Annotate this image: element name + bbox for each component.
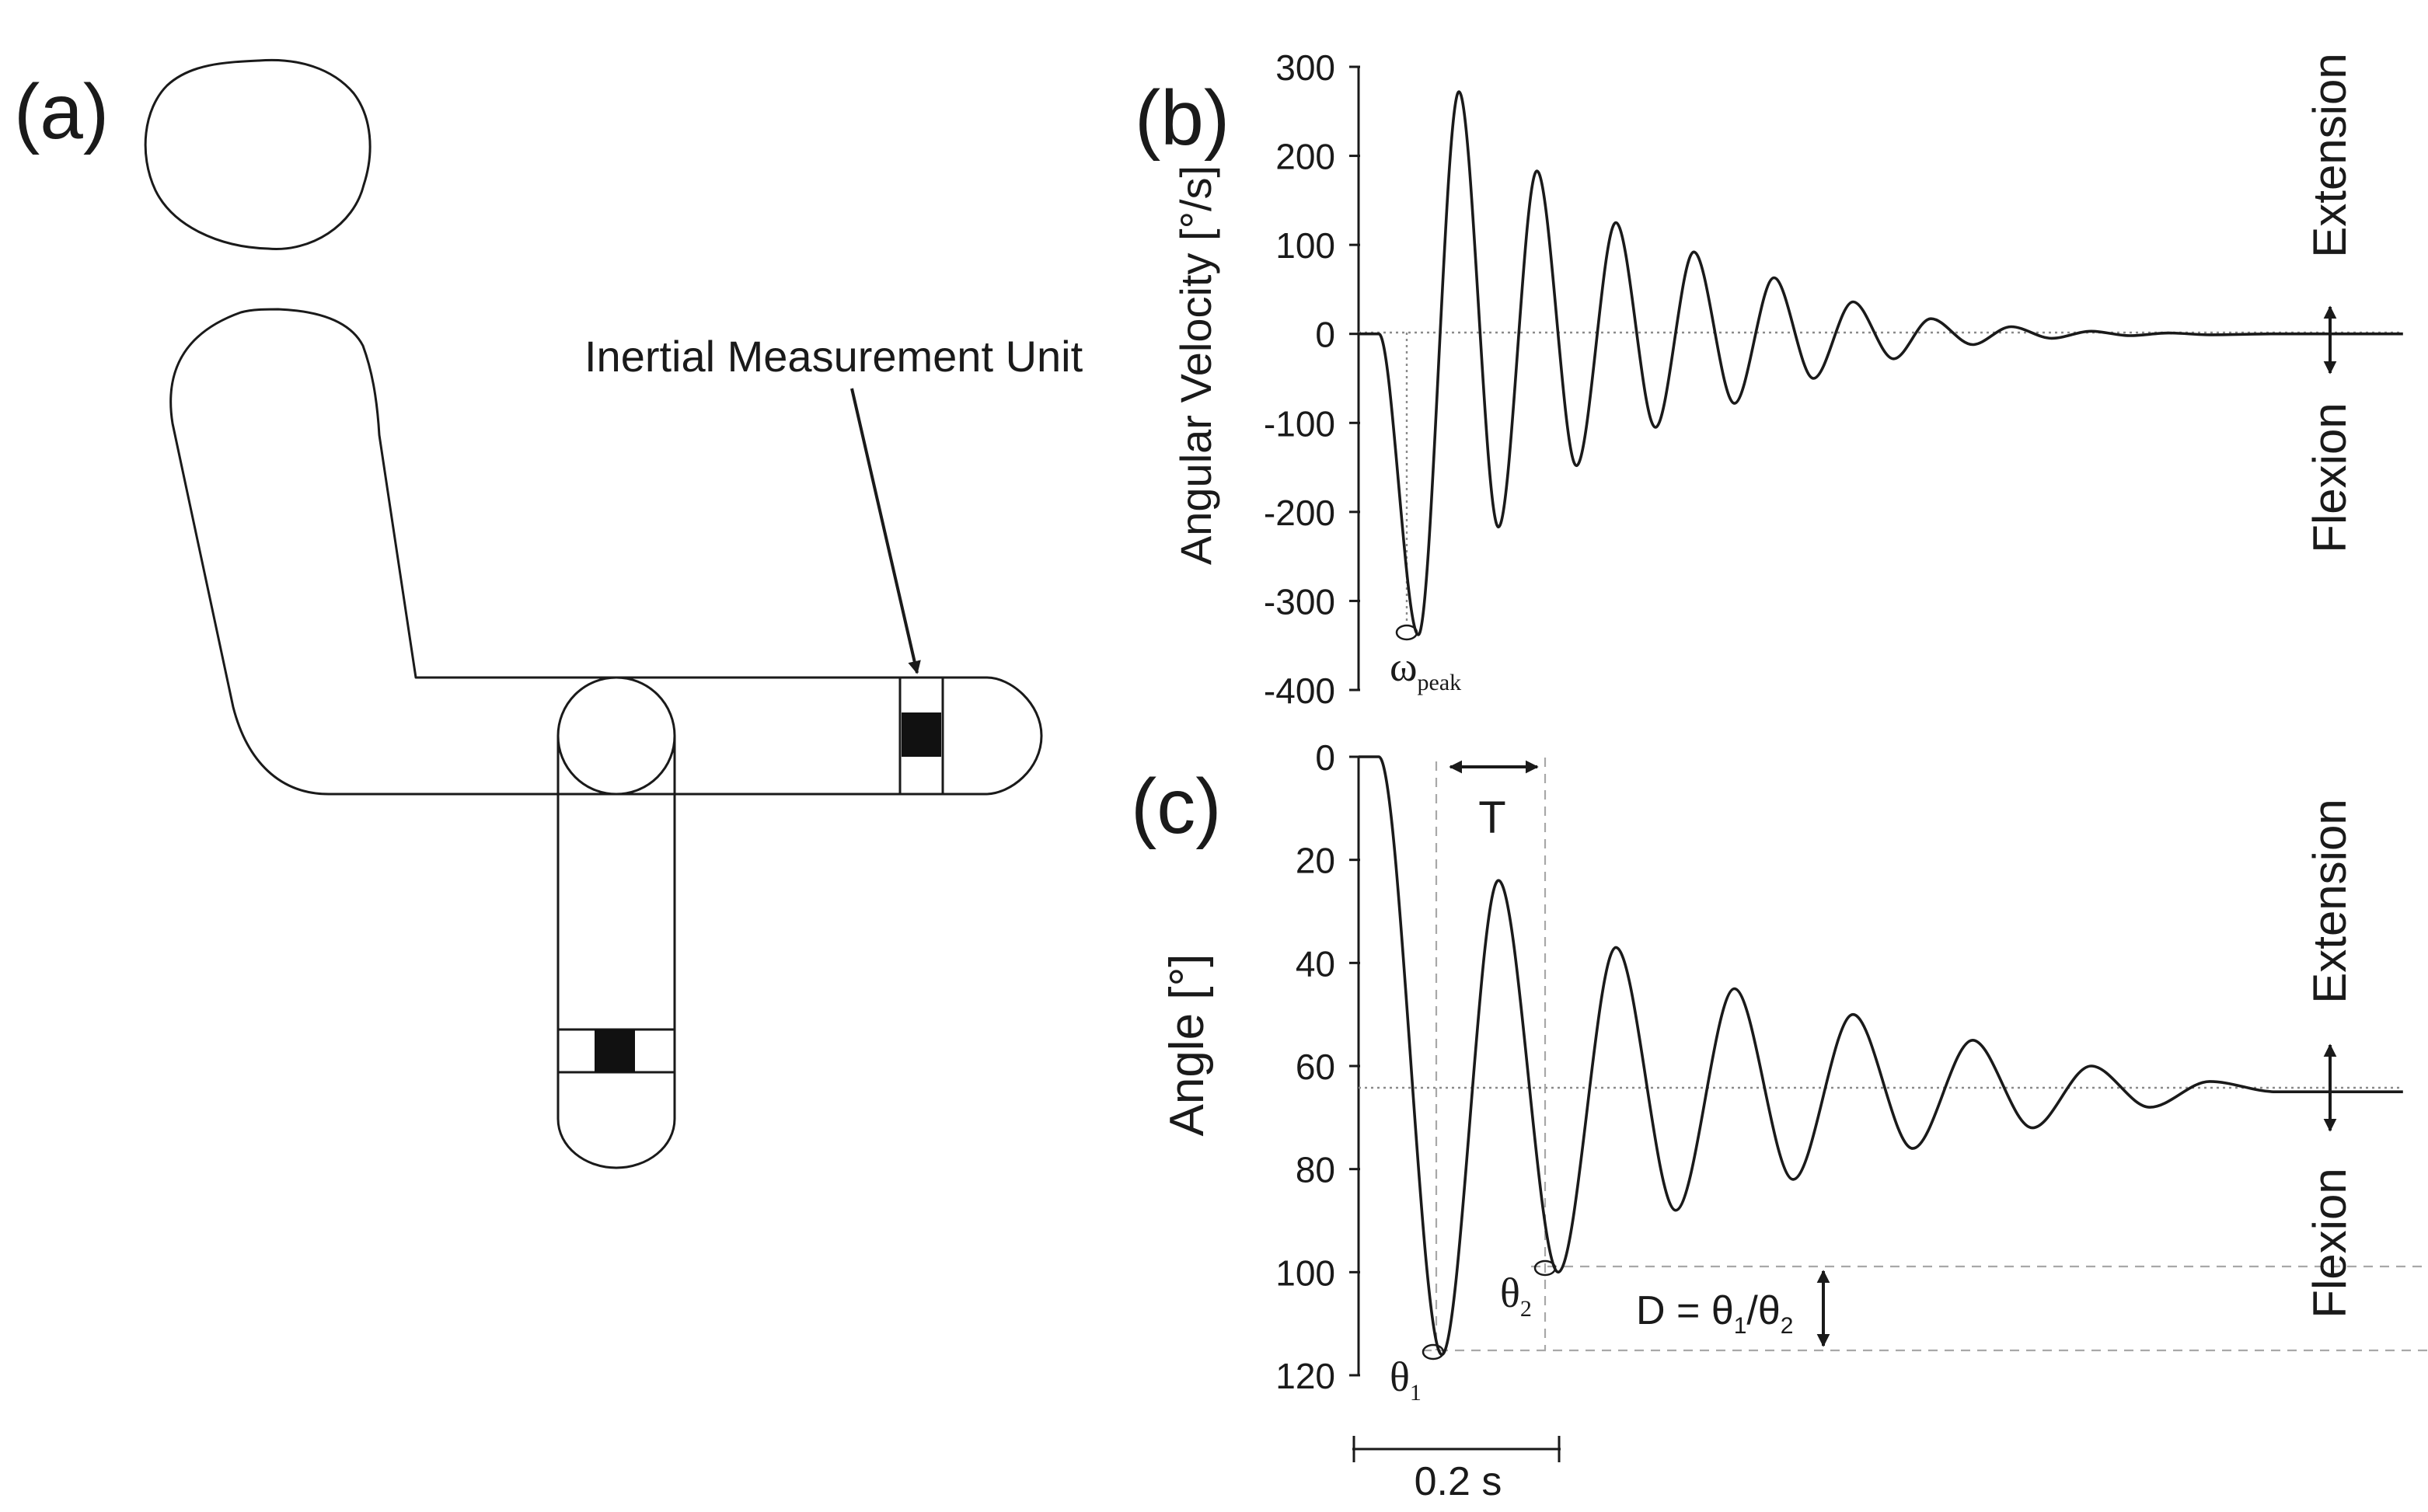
b-tick-label: 300 [1275, 47, 1335, 88]
c-damping-sub2: 2 [1781, 1313, 1794, 1339]
b-tick-label: -200 [1264, 493, 1335, 533]
c-y-axis-label: Angle [°] [1160, 953, 1214, 1136]
head-outline [144, 58, 372, 250]
c-period-label: T [1478, 793, 1505, 843]
c-y-axis: 0 20 40 60 80 100 120 [1275, 737, 1360, 1396]
panel-a-label: (a) [14, 68, 109, 155]
panel-a: (a) Inertial Measurement Unit [14, 58, 1083, 1169]
b-extension-label: Extension [2304, 53, 2356, 258]
c-tick-label: 60 [1296, 1047, 1335, 1087]
c-scale-label: 0.2 s [1415, 1459, 1502, 1504]
b-peak-label: ωpeak [1390, 643, 1461, 695]
c-theta1-marker [1422, 1343, 1445, 1360]
elbow-joint [556, 676, 676, 796]
panel-b: (b) Angular Velocity [°/s] 300 200 100 0 -10… [1135, 47, 2403, 711]
c-damping-sub1: 1 [1734, 1313, 1747, 1339]
b-tick-label: -300 [1264, 581, 1335, 622]
c-theta2-marker [1533, 1259, 1557, 1277]
c-theta1-subscript: 1 [1410, 1380, 1422, 1406]
c-tick-label: 40 [1296, 943, 1335, 984]
c-tick-label: 120 [1275, 1356, 1335, 1396]
b-tick-label: 200 [1275, 137, 1335, 177]
imu-sensor-forearm [898, 676, 944, 796]
c-flexion-label: Flexion [2304, 1168, 2356, 1318]
c-theta2-subscript: 2 [1520, 1296, 1532, 1322]
imu-sensor-lower [556, 1028, 676, 1074]
panel-c-label: (c) [1131, 763, 1222, 850]
b-tick-label: -100 [1264, 403, 1335, 444]
c-theta2-label: θ2 [1500, 1270, 1532, 1322]
b-tick-label: 0 [1315, 315, 1335, 355]
b-peak-subscript: peak [1418, 670, 1462, 695]
b-tick-label: -400 [1264, 671, 1335, 711]
b-flexion-label: Flexion [2304, 402, 2356, 552]
c-extension-label: Extension [2304, 799, 2356, 1004]
c-tick-label: 0 [1315, 737, 1335, 778]
b-peak-marker [1395, 624, 1418, 641]
imu-label: Inertial Measurement Unit [584, 332, 1083, 381]
c-scale-bar [1352, 1436, 1561, 1462]
torso-arm-outline [169, 308, 1043, 796]
c-damping-formula: D = θ1/θ2 [1636, 1288, 1793, 1339]
b-y-axis-label: Angular Velocity [°/s] [1171, 165, 1220, 565]
panel-c: (c) Angle [°] 0 20 40 60 80 100 120 T θ1 θ2 D … [1131, 737, 2428, 1504]
panel-b-label: (b) [1135, 75, 1230, 162]
b-y-axis: 300 200 100 0 -100 -200 -300 -400 [1264, 47, 1360, 711]
c-tick-label: 80 [1296, 1150, 1335, 1190]
c-angle-curve [1358, 755, 2403, 1357]
c-tick-label: 100 [1275, 1252, 1335, 1293]
b-velocity-curve [1359, 90, 2403, 636]
b-tick-label: 100 [1275, 225, 1335, 266]
imu-pointer-arrow [850, 388, 921, 674]
forearm-outline [556, 736, 676, 1169]
c-theta1-label: θ1 [1390, 1353, 1422, 1406]
c-tick-label: 20 [1296, 841, 1335, 881]
